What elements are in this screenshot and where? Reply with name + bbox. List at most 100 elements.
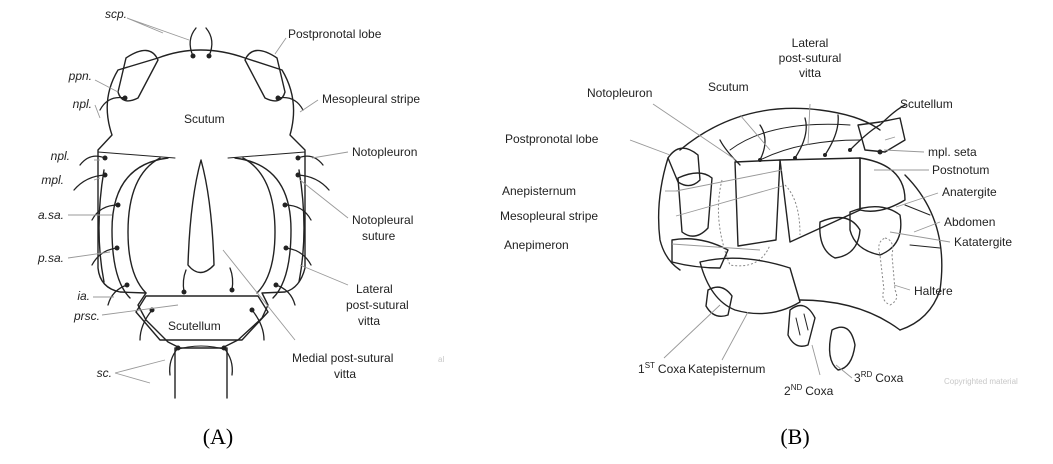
- scutum-inner-line: [760, 140, 860, 160]
- caption-b: (B): [780, 424, 809, 449]
- postpronotal-lobe-right: [245, 50, 285, 100]
- panel-b-thorax-lateral: Lateral post-sutural vitta Notopleuron S…: [500, 36, 1018, 449]
- label-lateral-vitta-1: Lateral: [356, 282, 393, 296]
- watermark-a: al: [438, 355, 444, 364]
- label-notopleural-suture-2: suture: [362, 229, 396, 243]
- label-sc: sc.: [97, 366, 112, 380]
- coxa-1-superscript: ST: [645, 361, 655, 370]
- label-mesopleural-stripe: Mesopleural stripe: [500, 209, 598, 223]
- label-postnotum: Postnotum: [932, 163, 989, 177]
- label-notopleuron: Notopleuron: [587, 86, 652, 100]
- label-medial-vitta-2: vitta: [334, 367, 356, 381]
- label-psa: p.sa.: [37, 251, 64, 265]
- coxa-1: [706, 287, 732, 316]
- sc-seta: [224, 348, 232, 375]
- label-anepimeron: Anepimeron: [504, 238, 569, 252]
- label-lateral-vitta-2: post-sutural: [346, 298, 409, 312]
- coxa-3-superscript: RD: [861, 370, 873, 379]
- label-scutellum: Scutellum: [900, 97, 953, 111]
- label-prsc: prsc.: [73, 309, 100, 323]
- label-asa: a.sa.: [38, 208, 64, 222]
- transverse-suture-right: [228, 152, 305, 158]
- dorsal-seta: [760, 125, 765, 160]
- scutum-inner-line: [730, 124, 850, 150]
- watermark-b: Copyrighted material: [944, 377, 1018, 386]
- label-mpl-seta: mpl. seta: [928, 145, 977, 159]
- ventral-outline: [800, 300, 900, 330]
- scp-seta: [190, 28, 196, 56]
- scutum-outline: [98, 50, 305, 348]
- label-scutum: Scutum: [708, 80, 749, 94]
- katepisternum: [700, 258, 800, 313]
- medial-vitta: [188, 160, 214, 273]
- coxa-2-inner: [796, 314, 808, 335]
- postpronotal-lobe: [668, 148, 700, 185]
- ia-seta: [108, 285, 127, 305]
- label-katepisternum: Katepisternum: [688, 362, 765, 376]
- label-haltere: Haltere: [914, 284, 953, 298]
- abdomen-stub: [175, 348, 227, 398]
- setal-socket: [758, 158, 762, 162]
- scutellum-outline: [136, 296, 268, 340]
- anatergite: [850, 207, 901, 255]
- label-mpl: mpl.: [41, 173, 64, 187]
- lateral-vitta-left-inner: [128, 158, 160, 293]
- postpronotal-lobe-left: [118, 50, 158, 100]
- prsc-seta: [230, 268, 233, 290]
- label-medial-vitta-1: Medial post-sutural: [292, 351, 393, 365]
- abdomen-segment-line: [910, 245, 940, 248]
- dorsal-seta: [825, 115, 838, 155]
- dorsal-seta: [850, 125, 880, 150]
- label-anepisternum: Anepisternum: [502, 184, 576, 198]
- lateral-vitta-right-inner: [243, 158, 275, 293]
- label-npl-upper: npl.: [73, 97, 92, 111]
- ppn-seta: [278, 98, 303, 111]
- label-lateral-vitta-2: post-sutural: [779, 51, 842, 65]
- scp-seta: [206, 28, 212, 56]
- npl-seta: [720, 140, 740, 165]
- dotted-outline: [785, 185, 800, 235]
- coxa-3-word: Coxa: [875, 371, 903, 385]
- label-lateral-vitta-3: vitta: [799, 66, 821, 80]
- label-notopleural-suture-1: Notopleural: [352, 213, 413, 227]
- npl-seta: [80, 156, 105, 165]
- label-katatergite: Katatergite: [954, 235, 1012, 249]
- label-scutum: Scutum: [184, 112, 225, 126]
- label-anatergite: Anatergite: [942, 185, 997, 199]
- mesopleuron-plate: [735, 160, 780, 246]
- setal-socket: [793, 156, 797, 160]
- outer-line-left: [99, 170, 104, 282]
- coxa-1-word: Coxa: [658, 362, 686, 376]
- label-notopleuron: Notopleuron: [352, 145, 417, 159]
- label-postpronotal-lobe: Postpronotal lobe: [288, 27, 382, 41]
- setal-socket: [823, 153, 827, 157]
- lateral-vitta-left: [112, 158, 168, 298]
- setal-socket: [848, 148, 852, 152]
- label-abdomen: Abdomen: [944, 215, 995, 229]
- haltere: [879, 238, 897, 305]
- transverse-suture-left: [98, 152, 175, 158]
- ventral-outline: [659, 158, 680, 270]
- coxa-2-word: Coxa: [805, 384, 833, 398]
- mpl-seta: [74, 175, 105, 190]
- label-ia: ia.: [77, 289, 90, 303]
- sc-seta: [170, 348, 178, 375]
- label-mesopleural-stripe: Mesopleural stripe: [322, 92, 420, 106]
- label-scutellum: Scutellum: [168, 319, 221, 333]
- npl-seta: [298, 156, 323, 165]
- prsc-seta: [183, 270, 186, 292]
- postnotum: [860, 158, 905, 211]
- lateral-vitta-right: [235, 158, 291, 298]
- mpl-seta-socket: [878, 150, 883, 155]
- panel-a-thorax-dorsal: scp. Postpronotal lobe ppn. npl. Scutum …: [37, 7, 444, 449]
- label-scp: scp.: [105, 7, 127, 21]
- label-lateral-vitta-1: Lateral: [792, 36, 829, 50]
- anepisternum: [678, 173, 712, 236]
- dorsal-seta: [795, 118, 806, 158]
- ppn-seta: [100, 98, 125, 111]
- abdomen-segment-line: [905, 205, 930, 215]
